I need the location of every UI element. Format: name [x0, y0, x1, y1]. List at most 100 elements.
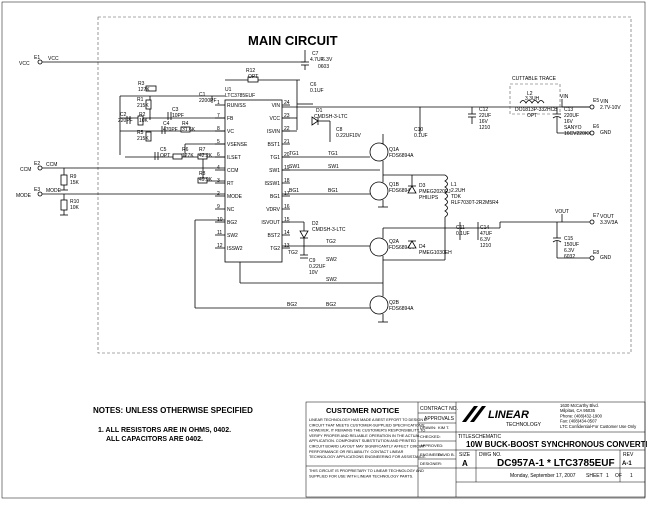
vout-net-label: VOUT	[555, 209, 569, 215]
mode-left-label: MODE	[16, 193, 32, 199]
e1-label: E1	[34, 55, 40, 61]
notes-line1: 1. ALL RESISTORS ARE IN OHMS, 0402.	[98, 427, 231, 434]
diode-d4: D4 PMEG1030EH	[407, 240, 452, 256]
contract-no-label: CONTRACT NO.	[420, 406, 458, 412]
c15-ref: C15	[564, 236, 573, 242]
resistor-r5: R5 215K	[137, 130, 152, 142]
bg1-label: BG1	[289, 188, 299, 194]
capacitor-c3: C3 10PF	[167, 107, 184, 120]
proprietary-line: THIS CIRCUIT IS PROPRIETARY TO LINEAR TE…	[309, 469, 424, 473]
c13-part: 16CV220KX	[564, 131, 592, 137]
vcc-net-label: VCC	[48, 56, 59, 62]
size-value: A	[462, 459, 468, 468]
net-sw1: SW1 SW1	[282, 164, 380, 171]
vout-out-label: VOUT	[600, 214, 614, 220]
feedback-network	[119, 95, 225, 182]
q2a-val: FDS6894A	[389, 245, 414, 251]
ic-pin-name: SW2	[227, 233, 238, 239]
q1a-val: FDS6894A	[389, 153, 414, 159]
capacitor-c5: C5 OPT	[154, 147, 170, 160]
r5-ref: R5	[137, 130, 144, 136]
l1-mfr: TDK	[451, 194, 462, 200]
notes-heading: NOTES: UNLESS OTHERWISE SPECIFIED	[93, 406, 253, 415]
net-sw2: SW2 SW2	[239, 257, 383, 284]
q2b-ref: Q2B	[389, 300, 400, 306]
l1-ref: L1	[451, 182, 457, 188]
c9-ref: C9	[309, 258, 316, 264]
net-tg2: TG2 TG2	[282, 239, 370, 256]
ic-pin-name: MODE	[227, 194, 243, 200]
c3-ref: C3	[172, 107, 179, 113]
c4-ref: C4	[163, 121, 170, 127]
mosfet-q1a: Q1A FDS6894A	[369, 134, 414, 162]
address-line: Fax: (408)434-0507	[560, 419, 597, 424]
d3-mfr: PHILIPS	[419, 195, 439, 201]
main-circuit-title: MAIN CIRCUIT	[248, 33, 338, 48]
ic-pin-name: BG1	[270, 194, 280, 200]
ic-pin-name: RUN/SS	[227, 103, 247, 109]
r9-val: 15K	[70, 180, 80, 186]
e7-label: E7	[593, 213, 599, 219]
l1-val: 2.2UH	[451, 188, 466, 194]
resistor-r1: R1 215K	[137, 97, 152, 110]
q2b-val: FDS6894A	[389, 306, 414, 312]
logo-text: LINEAR	[488, 409, 529, 421]
ic-pin-name: NC	[227, 207, 235, 213]
capacitor-c8: C8 0.22UF 10V	[318, 120, 362, 142]
d3-val: PMEG2020EJ	[419, 189, 451, 195]
approvals-label: APPROVALS	[424, 416, 455, 422]
dwg-label: DWG NO.	[479, 452, 502, 458]
c14-pkg: 1210	[480, 243, 491, 249]
title-value: SCHEMATIC	[472, 434, 501, 440]
dwg-value: DC957A-1 * LTC3785EUF	[497, 458, 615, 469]
proprietary-line: SUPPLIED FOR USE WITH LINEAR TECHNOLOGY …	[309, 474, 413, 478]
e2-label: E2	[34, 161, 40, 167]
linear-logo: LINEAR TECHNOLOGY	[462, 406, 542, 428]
r7-ref: R7	[199, 147, 206, 153]
drawn-by: KIM T.	[438, 425, 449, 430]
c2-ref: C2	[120, 112, 127, 118]
capacitor-c9: C9 0.22UF 10V	[300, 238, 325, 276]
notice-line: HOWEVER, IT REMAINS THE CUSTOMER'S RESPO…	[309, 429, 425, 433]
ic-pin-number: 9	[217, 204, 220, 210]
c4-val: 470PF	[163, 127, 178, 133]
ic-pin-number: 12	[217, 243, 223, 249]
ccm-net-label: CCM	[46, 162, 57, 168]
terminal-e6: E6 GND	[557, 124, 612, 136]
r12-ref: R12	[246, 68, 255, 74]
ic-pin-number: 19	[284, 165, 290, 171]
drawn-label: DRAWN:	[420, 425, 436, 430]
c12-val: 22UF	[479, 113, 491, 119]
r3-ref: R3	[138, 81, 145, 87]
inductor-l1: L1 2.2UH TDK RLF7030T-2R2M5R4	[444, 174, 499, 245]
c12-pkg: 1210	[479, 125, 490, 131]
ic-pin-name: BST1	[267, 142, 280, 148]
e6-label: E6	[593, 124, 599, 130]
main-circuit-frame	[97, 16, 632, 354]
sw1-label: SW1	[289, 164, 300, 170]
capacitor-c12: C12 22UF 16V 1210	[468, 107, 491, 131]
ic-pin-name: CCM	[227, 168, 238, 174]
q1b-val: FDS6894A	[389, 188, 414, 194]
vin-rail: VIN	[282, 80, 590, 132]
r9-ref: R9	[70, 174, 77, 180]
r8-ref: R8	[199, 171, 206, 177]
ic-pin-name: VIN	[272, 103, 281, 109]
size-label: SIZE	[459, 452, 471, 458]
ic-pin-name: SW1	[269, 168, 280, 174]
d1-val: CMDSH-3-LTC	[314, 114, 348, 120]
proprietary-text: THIS CIRCUIT IS PROPRIETARY TO LINEAR TE…	[309, 469, 424, 478]
approved-label: APPROVED:	[420, 443, 443, 448]
vout-val-label: 3.3V/3A	[600, 220, 618, 226]
capacitor-c1: C1 2200PF	[199, 92, 217, 104]
terminal-e2: E2 CCM CCM	[20, 161, 225, 173]
q1a-ref: Q1A	[389, 147, 400, 153]
c8-ref: C8	[336, 127, 343, 133]
ic-pin-name: VSENSE	[227, 142, 248, 148]
vin-out-label: VIN	[600, 99, 609, 105]
mosfet-q1b: Q1B FDS6894A	[369, 181, 414, 201]
c9-volt: 10V	[309, 270, 319, 276]
c1-val: 2200PF	[199, 98, 217, 104]
ic-pin-name: VC	[227, 129, 234, 135]
